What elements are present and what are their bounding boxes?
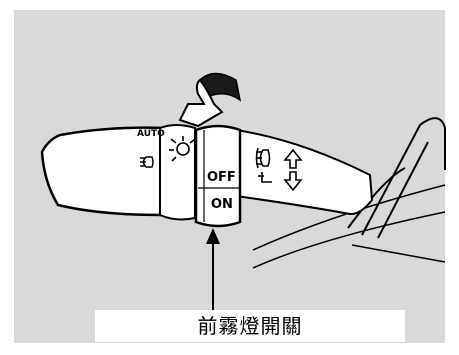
curved-rotation-arrow-icon (178, 72, 242, 128)
parking-light-icon (140, 156, 154, 168)
callout-pointer-arrow (206, 228, 220, 310)
auto-label: AUTO (137, 129, 165, 139)
headlight-rotary-switch (159, 124, 196, 221)
lever-cap (40, 126, 167, 217)
front-fog-light-switch-label: 前霧燈開關 (95, 310, 405, 342)
on-label: ON (211, 197, 233, 212)
up-down-arrows-icon (283, 148, 303, 192)
front-fog-light-icon (255, 147, 271, 169)
steering-column (252, 117, 446, 269)
rear-fog-light-icon (258, 172, 272, 183)
headlight-icon (169, 136, 196, 162)
off-label: OFF (207, 170, 236, 185)
lever-arm (235, 128, 374, 216)
fog-light-rotary-ring (194, 124, 242, 228)
